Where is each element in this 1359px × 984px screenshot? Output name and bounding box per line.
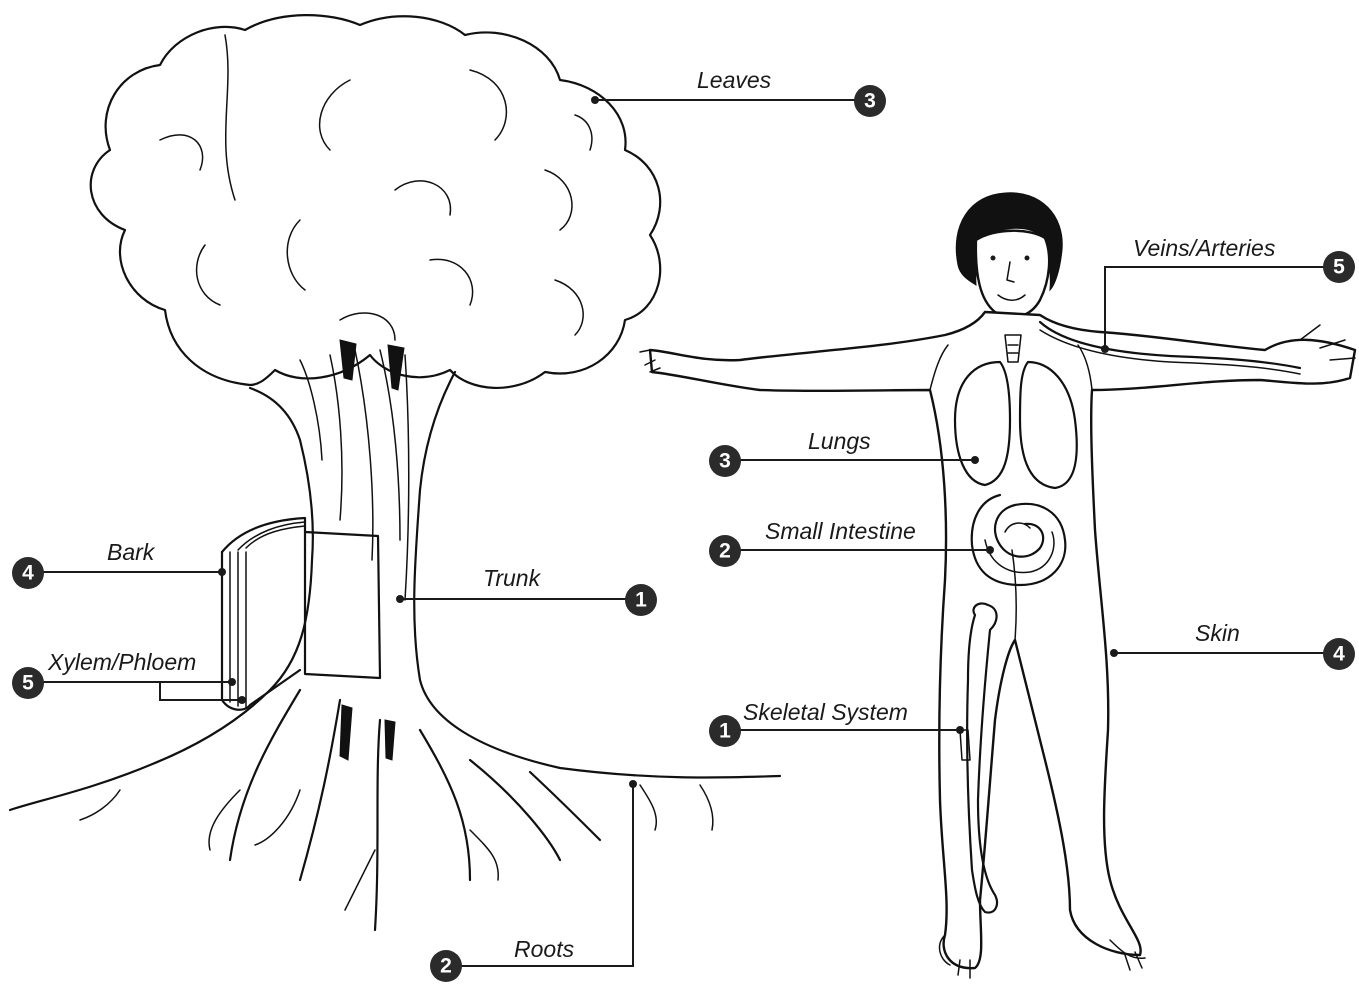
label-skeletal-system: Skeletal System [743, 699, 908, 725]
svg-text:3: 3 [864, 90, 876, 113]
human-head [976, 231, 1049, 318]
svg-text:3: 3 [719, 450, 731, 473]
label-leaves: Leaves [697, 67, 772, 93]
label-bark: Bark [107, 539, 156, 565]
label-xylem-phloem: Xylem/Phloem [47, 649, 196, 675]
callout-bark: 4 Bark [12, 539, 226, 589]
callout-roots: 2 Roots [430, 780, 637, 982]
svg-text:5: 5 [22, 672, 34, 695]
svg-text:2: 2 [719, 540, 731, 563]
label-roots: Roots [514, 936, 575, 962]
callout-skeletal-system: 1 Skeletal System [709, 699, 964, 747]
label-veins-arteries: Veins/Arteries [1133, 235, 1276, 261]
human-illustration [640, 193, 1355, 978]
tree-canopy [91, 15, 660, 388]
human-body [650, 312, 1355, 968]
tree-bark-panel [305, 532, 380, 678]
label-trunk: Trunk [483, 565, 542, 591]
svg-text:4: 4 [1333, 643, 1345, 666]
svg-text:1: 1 [719, 720, 731, 743]
svg-text:4: 4 [22, 562, 34, 585]
callout-trunk: 1 Trunk [396, 565, 657, 616]
callout-skin: 4 Skin [1110, 620, 1355, 670]
label-small-intestine: Small Intestine [765, 518, 916, 544]
tree-illustration [10, 15, 780, 930]
svg-text:2: 2 [440, 955, 452, 978]
svg-text:1: 1 [635, 589, 647, 612]
label-skin: Skin [1195, 620, 1240, 646]
callout-xylem-phloem: 5 Xylem/Phloem [12, 649, 246, 704]
callout-leaves: 3 Leaves [591, 67, 886, 117]
label-lungs: Lungs [808, 428, 871, 454]
svg-text:5: 5 [1333, 256, 1345, 279]
